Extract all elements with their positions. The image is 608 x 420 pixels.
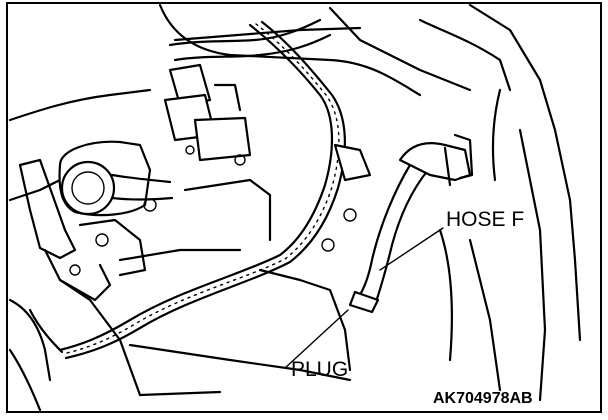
canister [58, 140, 174, 217]
upper-hose [168, 18, 332, 62]
plug-leader [284, 309, 349, 369]
wiring-harness [28, 20, 346, 360]
hose-f-label: HOSE F [446, 208, 524, 231]
hose-f-leader [379, 227, 444, 271]
solenoid-valves [163, 63, 252, 166]
figure-border [6, 2, 602, 413]
engine-block [8, 3, 582, 412]
connector [321, 143, 372, 252]
hose-f [348, 133, 474, 314]
bracket [18, 158, 157, 302]
plug-label: PLUG [291, 358, 348, 381]
figure-id: AK704978AB [433, 390, 533, 407]
